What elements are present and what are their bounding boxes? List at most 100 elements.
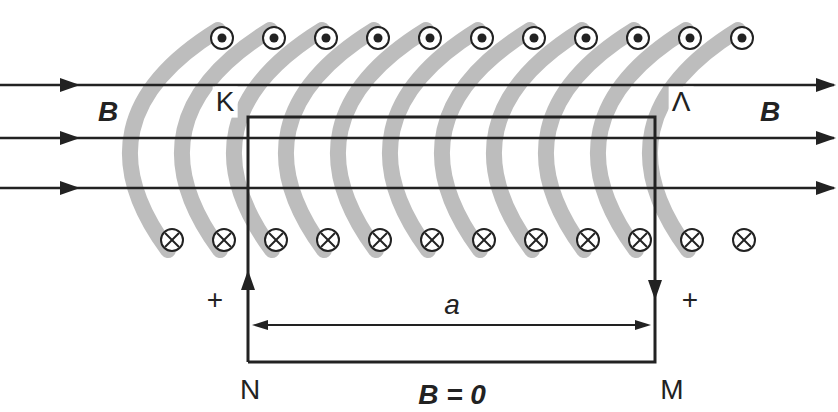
current-out-symbol — [679, 27, 701, 49]
symbol-cross — [165, 233, 179, 247]
corner-label: K — [213, 87, 238, 118]
coil-turn — [650, 30, 738, 250]
symbol-dot — [374, 34, 383, 43]
symbol-cross — [373, 233, 387, 247]
symbol-cross — [373, 233, 387, 247]
current-in-symbol — [161, 229, 183, 251]
symbol-cross — [685, 233, 699, 247]
symbol-ring — [263, 27, 285, 49]
current-in-symbol — [213, 229, 235, 251]
symbol-ring — [575, 27, 597, 49]
current-in-symbol — [733, 229, 755, 251]
dimension-line — [252, 320, 651, 330]
current-in-symbol — [369, 229, 391, 251]
dimension-label: a — [441, 290, 463, 321]
symbol-ring — [265, 229, 287, 251]
symbol-ring — [525, 229, 547, 251]
symbol-ring — [473, 229, 495, 251]
symbol-cross — [269, 233, 283, 247]
corner-label: N — [240, 375, 260, 406]
corner-label: M — [660, 375, 683, 406]
symbol-ring — [369, 229, 391, 251]
symbol-cross — [477, 233, 491, 247]
solenoid-coils — [130, 30, 738, 250]
symbol-ring — [471, 27, 493, 49]
current-symbols — [161, 27, 755, 251]
current-in-symbol — [577, 229, 599, 251]
symbol-cross — [321, 233, 335, 247]
current-out-symbol — [419, 27, 441, 49]
symbol-ring — [315, 27, 337, 49]
field-arrowheads — [60, 78, 836, 195]
symbol-dot — [530, 34, 539, 43]
symbol-ring — [419, 27, 441, 49]
symbol-ring — [161, 229, 183, 251]
symbol-dot — [478, 34, 487, 43]
current-out-symbol — [471, 27, 493, 49]
symbol-ring — [317, 229, 339, 251]
field-label: B — [98, 97, 118, 128]
symbol-ring — [731, 27, 753, 49]
symbol-cross — [581, 233, 595, 247]
symbol-ring — [367, 27, 389, 49]
current-in-symbol — [681, 229, 703, 251]
symbol-ring — [421, 229, 443, 251]
symbol-dot — [426, 34, 435, 43]
symbol-ring — [681, 229, 703, 251]
symbol-cross — [477, 233, 491, 247]
symbol-ring — [577, 229, 599, 251]
symbol-cross — [425, 233, 439, 247]
current-out-symbol — [315, 27, 337, 49]
symbol-ring — [211, 27, 233, 49]
symbol-dot — [218, 34, 227, 43]
field-label: B — [760, 97, 780, 128]
symbol-ring — [213, 229, 235, 251]
corner-label: Λ — [669, 87, 694, 118]
symbol-ring — [733, 229, 755, 251]
symbol-dot — [738, 34, 747, 43]
symbol-cross — [165, 233, 179, 247]
symbol-cross — [529, 233, 543, 247]
symbol-cross — [529, 233, 543, 247]
symbol-cross — [581, 233, 595, 247]
symbol-cross — [685, 233, 699, 247]
polarity-sign: + — [207, 285, 223, 316]
symbol-dot — [686, 34, 695, 43]
symbol-cross — [633, 233, 647, 247]
current-out-symbol — [627, 27, 649, 49]
symbol-cross — [217, 233, 231, 247]
current-out-symbol — [731, 27, 753, 49]
symbol-cross — [321, 233, 335, 247]
current-in-symbol — [525, 229, 547, 251]
current-in-symbol — [317, 229, 339, 251]
symbol-cross — [269, 233, 283, 247]
current-in-symbol — [421, 229, 443, 251]
symbol-cross — [737, 233, 751, 247]
field-lines — [0, 85, 834, 188]
symbol-dot — [270, 34, 279, 43]
polarity-sign: + — [682, 285, 698, 316]
symbol-ring — [627, 27, 649, 49]
current-out-symbol — [575, 27, 597, 49]
current-in-symbol — [629, 229, 651, 251]
symbol-cross — [217, 233, 231, 247]
symbol-ring — [679, 27, 701, 49]
current-in-symbol — [265, 229, 287, 251]
symbol-cross — [425, 233, 439, 247]
current-in-symbol — [473, 229, 495, 251]
current-out-symbol — [211, 27, 233, 49]
current-out-symbol — [367, 27, 389, 49]
current-out-symbol — [263, 27, 285, 49]
symbol-dot — [582, 34, 591, 43]
symbol-ring — [629, 229, 651, 251]
symbol-dot — [634, 34, 643, 43]
field-value-label: B = 0 — [418, 379, 486, 410]
current-out-symbol — [523, 27, 545, 49]
symbol-cross — [737, 233, 751, 247]
symbol-cross — [633, 233, 647, 247]
loop-rectangle — [248, 117, 655, 362]
symbol-dot — [322, 34, 331, 43]
symbol-ring — [523, 27, 545, 49]
